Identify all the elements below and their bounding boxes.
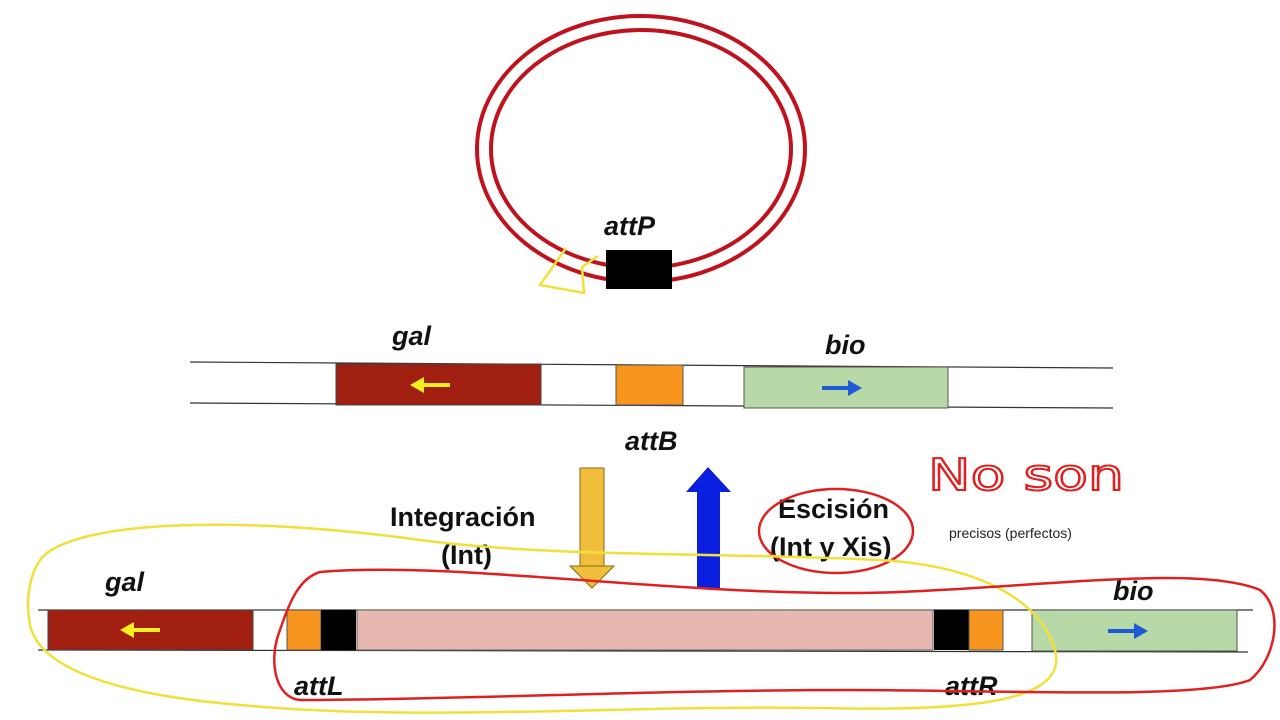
attp-label: attP [604, 211, 656, 241]
attr-label: attR [945, 671, 998, 701]
bio-direction-arrow-bottom [1108, 623, 1148, 639]
bacterial-chromosome: gal bio attB [189, 321, 1114, 456]
yellow-scribble-small [537, 247, 599, 295]
attl-orange [286, 609, 322, 651]
integrated-chromosome: gal bio attL attR [37, 567, 1253, 701]
red-annotation-loop [273, 568, 1276, 702]
excision-label: Escisión [778, 494, 889, 524]
gal-direction-arrow-top [410, 377, 450, 393]
bio-label-top: bio [825, 330, 866, 360]
yellow-annotation-loop [26, 523, 1058, 714]
attr-orange [968, 609, 1004, 651]
attl-black [321, 610, 356, 650]
attl-label: attL [294, 671, 344, 701]
excision-arrow [686, 467, 731, 588]
note-small-text: precisos (perfectos) [949, 525, 1072, 541]
attb-site [615, 364, 684, 406]
integration-arrow [568, 467, 616, 589]
gal-label-top: gal [391, 321, 432, 351]
phage-circle-outer [475, 14, 807, 284]
prophage-dna [356, 609, 934, 651]
attp-site-box [606, 250, 672, 289]
attr-black [934, 610, 969, 650]
gal-label-bottom: gal [104, 567, 145, 597]
bio-label-bottom: bio [1113, 576, 1154, 606]
phage-circle: attP [475, 14, 807, 295]
integration-label: Integración [390, 502, 536, 532]
handwritten-note-text: No son [928, 450, 1124, 501]
gal-direction-arrow-bottom [120, 622, 160, 638]
bio-direction-arrow-top [822, 380, 862, 396]
attb-label: attB [625, 426, 678, 456]
handwritten-note: No son [927, 449, 1125, 502]
excision-circle-annotation [757, 487, 915, 575]
bio-gene-bottom [1031, 609, 1238, 652]
